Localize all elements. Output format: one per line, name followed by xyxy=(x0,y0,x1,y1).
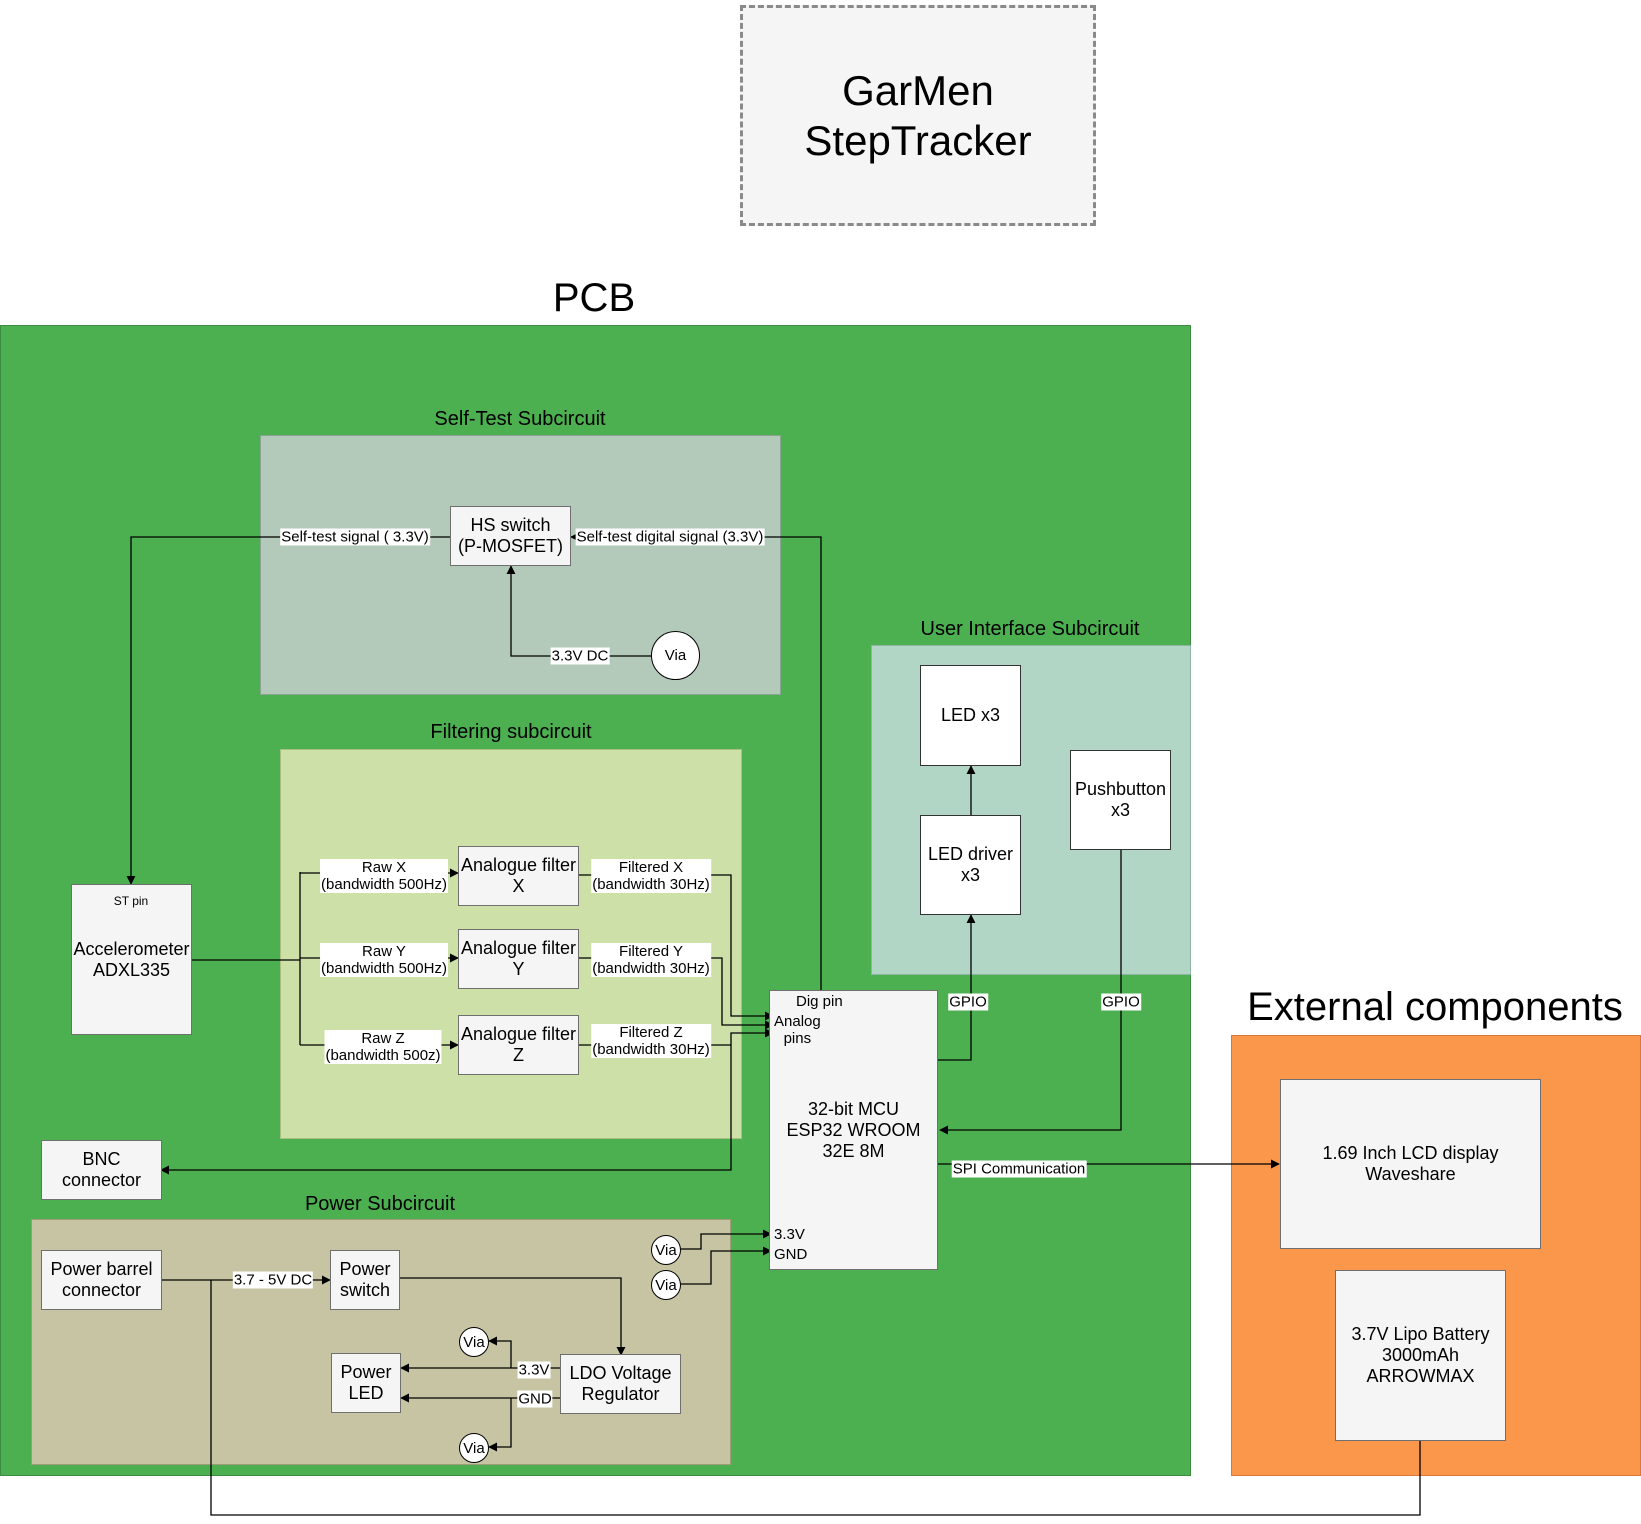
label-ldo-gnd: GND xyxy=(517,1390,553,1408)
accelerometer-block: Accelerometer ADXL335 xyxy=(71,884,192,1035)
mcu-dig-pin-label: Dig pin xyxy=(796,993,843,1010)
label-filtered-y: Filtered Y (bandwidth 30Hz) xyxy=(591,943,711,977)
pushbutton-block: Pushbutton x3 xyxy=(1070,750,1171,850)
power-heading: Power Subcircuit xyxy=(304,1193,456,1215)
wire-dig-to-hs xyxy=(570,532,822,990)
hs-switch-block: HS switch (P-MOSFET) xyxy=(450,506,571,566)
wire-mcu-to-led-driver xyxy=(938,914,976,1061)
wire-via-to-hs xyxy=(506,565,651,657)
mcu-block: 32-bit MCU ESP32 WROOM 32E 8M xyxy=(769,990,938,1270)
ui-heading: User Interface Subcircuit xyxy=(920,618,1140,640)
wire-gnd-to-via xyxy=(488,1398,512,1452)
bnc-connector-block: BNC connector xyxy=(41,1140,162,1200)
wire-bnc xyxy=(160,1045,732,1175)
label-filtered-z: Filtered Z (bandwidth 30Hz) xyxy=(591,1024,711,1058)
pcb-heading: PCB xyxy=(552,276,636,320)
label-self-test-dc: 3.3V DC xyxy=(550,647,610,665)
label-gpio-pushbutton: GPIO xyxy=(1101,993,1141,1011)
lipo-battery-block: 3.7V Lipo Battery 3000mAh ARROWMAX xyxy=(1335,1270,1506,1441)
st-pin-label: ST pin xyxy=(113,894,149,908)
label-self-test-signal: Self-test signal ( 3.3V) xyxy=(280,528,430,546)
self-test-via: Via xyxy=(651,631,700,680)
filter-y-block: Analogue filter Y xyxy=(458,929,579,989)
label-self-test-digital: Self-test digital signal (3.3V) xyxy=(575,528,765,546)
wire-33v-to-via xyxy=(488,1336,512,1368)
mcu-gnd-pin-label: GND xyxy=(774,1246,808,1263)
power-via-top: Via xyxy=(459,1327,489,1357)
wire-battery-loop xyxy=(210,1280,1421,1516)
diagram-title: GarMen StepTracker xyxy=(740,5,1096,226)
label-raw-x: Raw X (bandwidth 500Hz) xyxy=(320,859,448,893)
label-spi-communication: SPI Communication xyxy=(951,1160,1087,1178)
label-filtered-x: Filtered X (bandwidth 30Hz) xyxy=(591,859,711,893)
label-raw-y: Raw Y (bandwidth 500Hz) xyxy=(320,943,448,977)
power-switch-block: Power switch xyxy=(330,1250,400,1310)
mcu-33v-pin-label: 3.3V xyxy=(774,1226,805,1243)
label-power-dc: 3.7 - 5V DC xyxy=(232,1271,314,1289)
filter-x-block: Analogue filter X xyxy=(458,846,579,906)
label-gpio-led: GPIO xyxy=(948,993,988,1011)
power-barrel-block: Power barrel connector xyxy=(41,1250,162,1310)
led-driver-block: LED driver x3 xyxy=(920,815,1021,915)
lcd-display-block: 1.69 Inch LCD display Waveshare xyxy=(1280,1079,1541,1249)
wire-via-gnd xyxy=(681,1246,772,1285)
wire-pushbutton-to-mcu xyxy=(939,850,1122,1135)
mcu-analog-pins-label: Analog pins xyxy=(774,1013,821,1047)
filter-z-block: Analogue filter Z xyxy=(458,1015,579,1075)
led-block: LED x3 xyxy=(920,665,1021,766)
external-heading: External components xyxy=(1247,985,1623,1029)
wire-selftest-to-st xyxy=(126,536,450,885)
mcu-via-gnd: Via xyxy=(651,1270,681,1300)
wire-via-33v xyxy=(681,1229,772,1250)
label-ldo-33v: 3.3V xyxy=(517,1361,551,1379)
accelerometer-label: Accelerometer ADXL335 xyxy=(73,938,190,980)
wire-switch-to-ldo xyxy=(400,1277,626,1356)
label-raw-z: Raw Z (bandwidth 500z) xyxy=(324,1030,442,1064)
ldo-regulator-block: LDO Voltage Regulator xyxy=(560,1354,681,1414)
filtering-heading: Filtering subcircuit xyxy=(430,721,592,743)
self-test-heading: Self-Test Subcircuit xyxy=(434,408,606,430)
power-led-block: Power LED xyxy=(331,1353,401,1413)
mcu-via-33v: Via xyxy=(651,1235,681,1265)
power-via-bottom: Via xyxy=(459,1433,489,1463)
